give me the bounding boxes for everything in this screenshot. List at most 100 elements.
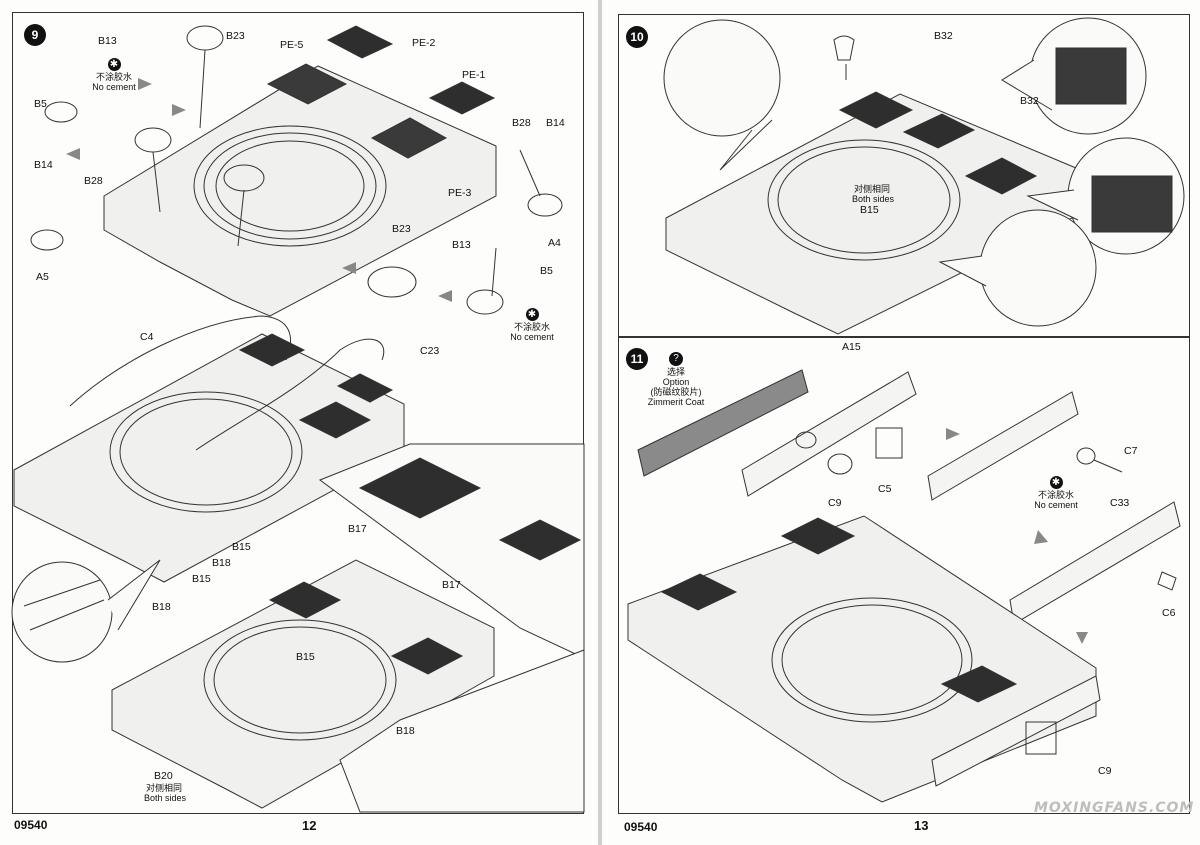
rear-plate [927, 391, 1079, 501]
part-label: C6 [1162, 607, 1176, 619]
option-cn: 选择 [666, 367, 685, 377]
page-gutter [598, 0, 602, 845]
part-label: B14 [546, 117, 565, 129]
part-label: B15 [232, 541, 251, 553]
part-label: C5 [878, 483, 892, 495]
turret-ring-bottom [203, 619, 397, 741]
part-label: B15 [296, 651, 315, 663]
part-label: C7 [1124, 445, 1138, 457]
both-sides-cn: 对侧相同 [854, 184, 891, 194]
part-label: B15 [860, 204, 879, 216]
part-label: PE-5 [280, 39, 304, 51]
part-label: B13 [452, 239, 471, 251]
option-note: ? 选择 Option (防磁纹胶片) Zimmerit Coat [638, 352, 714, 407]
part-label: A5 [36, 271, 49, 283]
no-cement-note: ✱ 不涂胶水 No cement [84, 58, 144, 92]
both-sides-cn: 对侧相同 [146, 783, 183, 793]
no-cement-cn: 不涂胶水 [1037, 490, 1074, 500]
part-label: C23 [420, 345, 440, 357]
right-page: 10 11 B32 B32 对侧相同 Both sides B15 ? 选择 O… [602, 0, 1200, 845]
part-label: B17 [348, 523, 367, 535]
part-label: B14 [34, 159, 53, 171]
part-label: B23 [226, 30, 245, 42]
no-cement-cn: 不涂胶水 [95, 72, 132, 82]
part-label: B5 [34, 98, 47, 110]
deck-plate-step9 [103, 65, 497, 317]
part-label: B13 [98, 35, 117, 47]
detail-magnifier [663, 19, 781, 137]
turret-ring-step10 [767, 139, 961, 261]
pe5-grille [266, 63, 348, 105]
pe3-grille [370, 117, 448, 159]
left-page-drawings [11, 25, 585, 813]
option-en: Option [662, 377, 690, 387]
part-label: B32 [1020, 95, 1039, 107]
left-page: 9 B13 B23 PE-5 PE-2 PE-1 B5 B28 B14 B14 … [0, 0, 598, 845]
step-9-marker: 9 [24, 24, 46, 46]
turret-ring-step9 [193, 125, 387, 247]
kit-code: 09540 [624, 820, 658, 834]
step-11-frame [618, 336, 1190, 814]
part-label: B18 [212, 557, 231, 569]
rear-plate-fitted [931, 675, 1101, 787]
step-11-marker: 11 [626, 348, 648, 370]
no-cement-en: No cement [510, 332, 554, 342]
part-label: C9 [1098, 765, 1112, 777]
part-label: B18 [396, 725, 415, 737]
both-sides-en: Both sides [144, 793, 187, 803]
part-label: B18 [152, 601, 171, 613]
pe2-grille [326, 25, 394, 59]
both-sides-en: Both sides [852, 194, 895, 204]
detail-magnifier [979, 209, 1097, 327]
page-number: 13 [914, 818, 929, 833]
no-cement-en: No cement [1034, 500, 1078, 510]
question-icon: ? [669, 352, 683, 366]
rear-plate-a15 [741, 371, 917, 497]
no-cement-icon: ✱ [525, 308, 539, 321]
part-label: PE-3 [448, 187, 472, 199]
detail-callout-track [339, 649, 585, 813]
kit-code: 09540 [14, 818, 48, 832]
zimmerit-plate [637, 369, 809, 477]
option-en-2: Zimmerit Coat [647, 397, 705, 407]
part-label: B28 [512, 117, 531, 129]
no-cement-cn: 不涂胶水 [513, 322, 550, 332]
left-page-frame [12, 12, 584, 814]
part-label: C33 [1110, 497, 1130, 509]
deck-plate-lower [13, 333, 405, 583]
part-label: C4 [140, 331, 154, 343]
detail-magnifier [11, 561, 113, 663]
part-label: C9 [828, 497, 842, 509]
part-label: PE-2 [412, 37, 436, 49]
option-cn-2: (防磁纹胶片) [650, 387, 702, 397]
part-label: A15 [842, 341, 861, 353]
turret-ring-step11 [771, 597, 973, 723]
pe1-grille [428, 81, 496, 115]
deck-plate-step10 [665, 93, 1077, 335]
part-label: B17 [442, 579, 461, 591]
right-page-drawings [627, 17, 1185, 803]
turret-ring-lower [109, 391, 303, 513]
page-number: 12 [302, 818, 317, 833]
step-10-marker: 10 [626, 26, 648, 48]
part-label: B15 [192, 573, 211, 585]
part-label: B5 [540, 265, 553, 277]
part-label: B32 [934, 30, 953, 42]
no-cement-en: No cement [92, 82, 136, 92]
no-cement-icon: ✱ [107, 58, 121, 71]
site-watermark: MOXINGFANS.COM [1034, 800, 1195, 816]
step-10-frame [618, 14, 1190, 338]
no-cement-note: ✱ 不涂胶水 No cement [502, 308, 562, 342]
no-cement-note: ✱ 不涂胶水 No cement [1026, 476, 1086, 510]
part-label: A4 [548, 237, 561, 249]
deck-plate-step11 [627, 515, 1097, 803]
part-label: B20 [154, 770, 173, 782]
part-label: B28 [84, 175, 103, 187]
part-label: PE-1 [462, 69, 486, 81]
tow-cable-c23 [195, 338, 385, 451]
no-cement-icon: ✱ [1049, 476, 1063, 489]
tow-cable-c4 [69, 315, 291, 407]
rear-plate [1009, 501, 1181, 625]
part-label: B23 [392, 223, 411, 235]
